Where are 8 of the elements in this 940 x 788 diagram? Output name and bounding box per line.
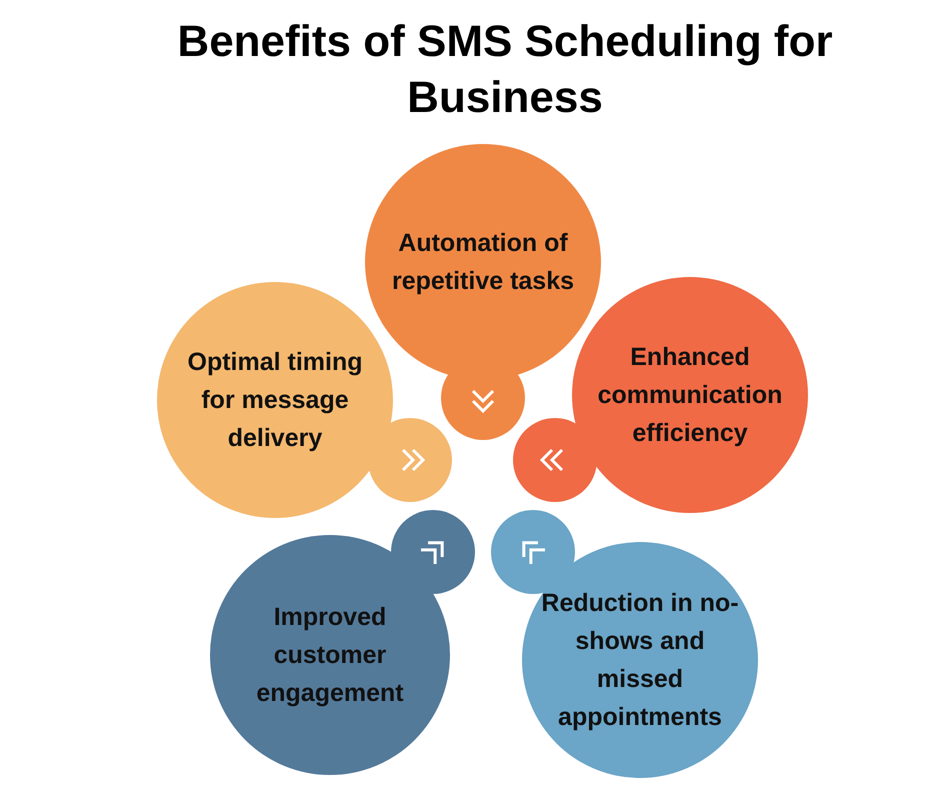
node-text: Improved customer engagement [255, 602, 405, 709]
node-text: Reduction in no-shows and missed appointments [540, 588, 740, 733]
node-text: Optimal timing for message delivery [186, 347, 364, 454]
node-text: Enhanced communication efficiency [596, 342, 784, 449]
circle-node [210, 510, 475, 775]
title: Benefits of SMS Scheduling for Business [176, 16, 834, 124]
circle-node [491, 510, 758, 778]
node-text: Automation of repetitive tasks [390, 228, 576, 297]
